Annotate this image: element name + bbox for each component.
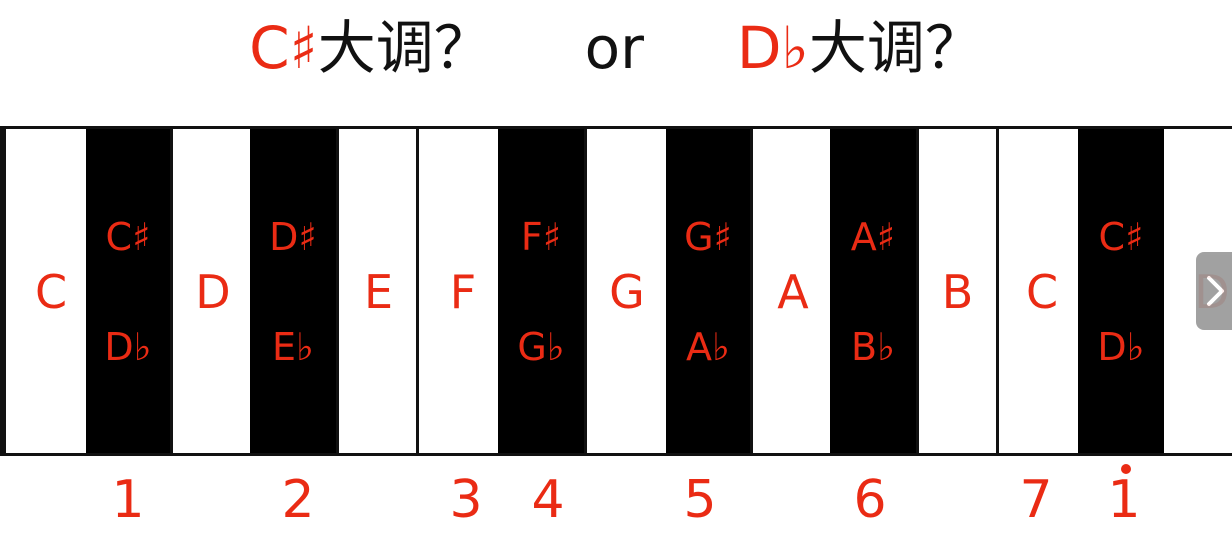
black-key-c-sharp-1: C♯ D♭ xyxy=(86,129,170,453)
black-key-flat-label: A♭ xyxy=(686,325,730,369)
white-key-b1: B xyxy=(916,129,996,453)
scale-degree-6: 6 xyxy=(853,470,887,530)
scale-degree-2: 2 xyxy=(281,470,315,530)
title-or: or xyxy=(584,14,644,82)
white-key-label: D xyxy=(195,265,231,319)
title-major-key-1: 大调？ xyxy=(317,14,492,82)
white-key-label: C xyxy=(34,265,68,319)
scale-degree-3: 3 xyxy=(449,470,483,530)
black-key-flat-label: G♭ xyxy=(517,325,565,369)
title-c-sharp: C♯ xyxy=(249,14,318,82)
black-key-sharp-label: C♯ xyxy=(1098,215,1144,259)
black-key-a-sharp: A♯ B♭ xyxy=(830,129,916,453)
chevron-right-icon xyxy=(1207,276,1224,306)
black-key-flat-label: D♭ xyxy=(1097,325,1145,369)
next-button[interactable] xyxy=(1196,252,1232,330)
black-key-f-sharp: F♯ G♭ xyxy=(498,129,584,453)
white-key-label: F xyxy=(449,265,477,319)
black-key-sharp-label: A♯ xyxy=(850,215,896,259)
white-key-label: E xyxy=(363,265,394,319)
scale-degree-high-1: 1 xyxy=(1107,470,1141,530)
scale-degree-5: 5 xyxy=(683,470,717,530)
white-key-label: G xyxy=(609,265,645,319)
scale-degree-7: 7 xyxy=(1019,470,1053,530)
black-key-g-sharp: G♯ A♭ xyxy=(666,129,750,453)
white-key-label: C xyxy=(1025,265,1059,319)
black-key-flat-label: E♭ xyxy=(272,325,314,369)
black-key-sharp-label: F♯ xyxy=(520,215,562,259)
page-title: C♯大调？ or D♭大调？ xyxy=(0,8,1232,88)
title-d-flat: D♭ xyxy=(736,14,809,82)
black-key-c-sharp-2: C♯ D♭ xyxy=(1078,129,1164,453)
black-key-flat-label: D♭ xyxy=(104,325,152,369)
piano-keyboard: C D E F G A B C D C♯ D♭ D♯ E♭ F♯ G♭ G♯ A… xyxy=(0,126,1232,456)
scale-degree-1: 1 xyxy=(111,470,145,530)
white-key-e1: E xyxy=(336,129,418,453)
black-key-sharp-label: D♯ xyxy=(269,215,317,259)
black-key-d-sharp: D♯ E♭ xyxy=(250,129,336,453)
black-key-sharp-label: G♯ xyxy=(684,215,732,259)
scale-degree-4: 4 xyxy=(531,470,565,530)
white-key-label: A xyxy=(777,265,809,319)
black-key-sharp-label: C♯ xyxy=(105,215,151,259)
octave-dot xyxy=(1121,464,1131,474)
white-key-label: B xyxy=(941,265,974,319)
black-key-flat-label: B♭ xyxy=(851,325,895,369)
title-major-key-2: 大调？ xyxy=(808,14,983,82)
